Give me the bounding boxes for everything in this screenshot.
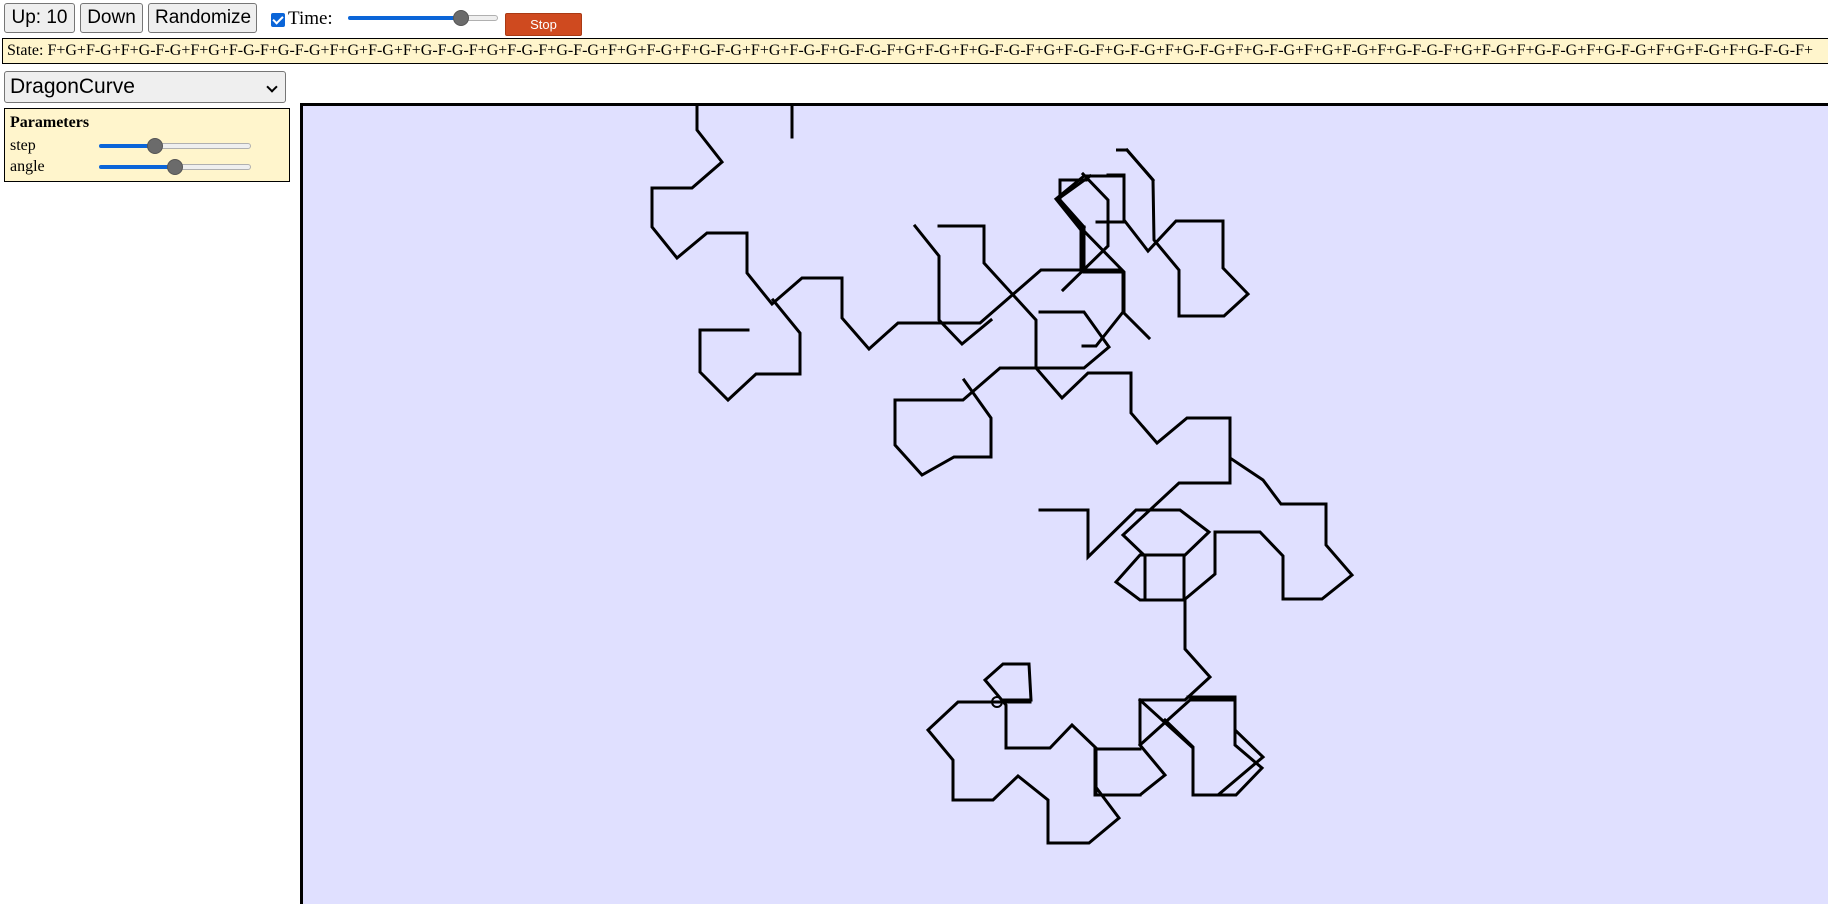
curve-segment: [1124, 147, 1155, 181]
curve-segment: [1034, 310, 1112, 370]
stop-button[interactable]: Stop: [505, 13, 582, 36]
curve-segment: [937, 224, 1355, 602]
curve-segment: [1113, 553, 1187, 602]
slider-thumb[interactable]: [167, 159, 183, 175]
curve-segment: [1038, 508, 1212, 602]
param-step-label: step: [10, 137, 36, 154]
curve-segment: [912, 223, 994, 347]
curve-segment: [650, 106, 1251, 352]
time-label: Time:: [288, 8, 333, 29]
slider-thumb[interactable]: [147, 138, 163, 154]
step-slider[interactable]: [99, 138, 251, 154]
curve-segment: [925, 700, 1122, 845]
randomize-button[interactable]: Randomize: [148, 3, 257, 33]
down-button[interactable]: Down: [80, 3, 143, 33]
chevron-down-icon: [266, 81, 278, 93]
curve-segment: [1060, 171, 1110, 293]
state-display: State: F+G+F-G+F+G-F-G+F+G+F-G-F+G-F-G+F…: [2, 38, 1828, 64]
parameters-title: Parameters: [10, 114, 90, 131]
curve-segment: [1137, 698, 1265, 797]
system-select[interactable]: DragonCurve: [4, 71, 286, 103]
curve-segment: [1081, 225, 1125, 348]
slider-thumb[interactable]: [453, 10, 469, 26]
angle-slider[interactable]: [99, 159, 251, 175]
curve-segment: [1093, 747, 1142, 797]
curve-segment: [698, 297, 802, 403]
curve-segment: [1058, 178, 1088, 230]
system-select-value: DragonCurve: [10, 75, 135, 98]
drawing-canvas[interactable]: [300, 103, 1828, 904]
time-slider[interactable]: [348, 10, 498, 26]
curve-segment: [1095, 173, 1126, 224]
dragon-curve-drawing: [650, 106, 1355, 845]
curve-segment: [982, 598, 1213, 797]
param-angle-label: angle: [10, 158, 45, 175]
parameters-panel: Parameters step angle: [4, 108, 290, 182]
curve-segment: [893, 366, 1038, 477]
up-button[interactable]: Up: 10: [4, 3, 75, 33]
turtle-position-marker: [991, 696, 1003, 708]
time-checkbox[interactable]: [271, 13, 285, 27]
